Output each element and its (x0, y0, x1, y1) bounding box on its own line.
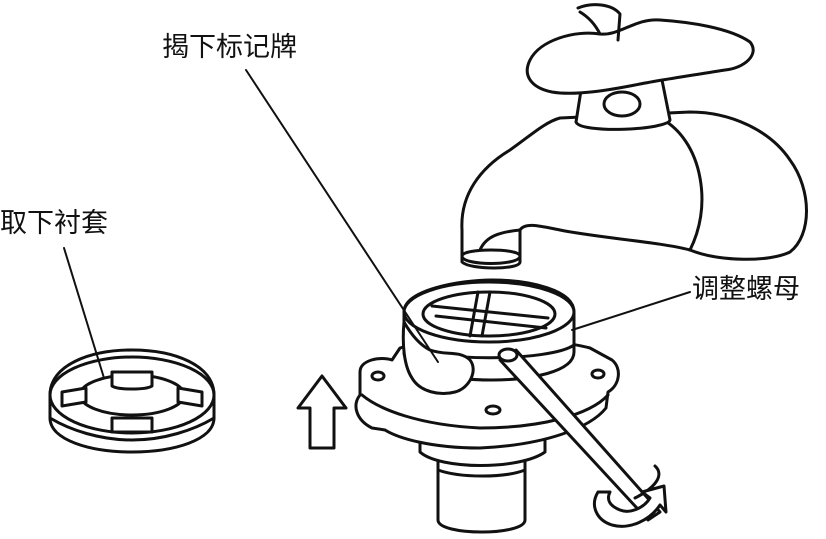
valve-pipe (436, 448, 527, 534)
leader-adjust-nut (571, 291, 691, 331)
faucet-handle (525, 18, 755, 95)
label-remove-tag: 揭下标记牌 (162, 32, 297, 63)
valve-assembly (354, 278, 662, 534)
tag-plate (401, 320, 475, 395)
faucet-spout (460, 110, 808, 270)
screwdriver (497, 347, 662, 522)
leader-remove-bushing (63, 247, 105, 379)
faucet (460, 3, 808, 270)
bushing (48, 348, 216, 454)
rotate-arrow-icon (593, 484, 668, 528)
leader-remove-tag (245, 69, 439, 363)
label-adjust-nut: 调整螺母 (692, 274, 800, 305)
label-remove-bushing: 取下衬套 (0, 208, 108, 239)
up-arrow-icon (296, 374, 348, 450)
faucet-mouth (460, 248, 522, 265)
